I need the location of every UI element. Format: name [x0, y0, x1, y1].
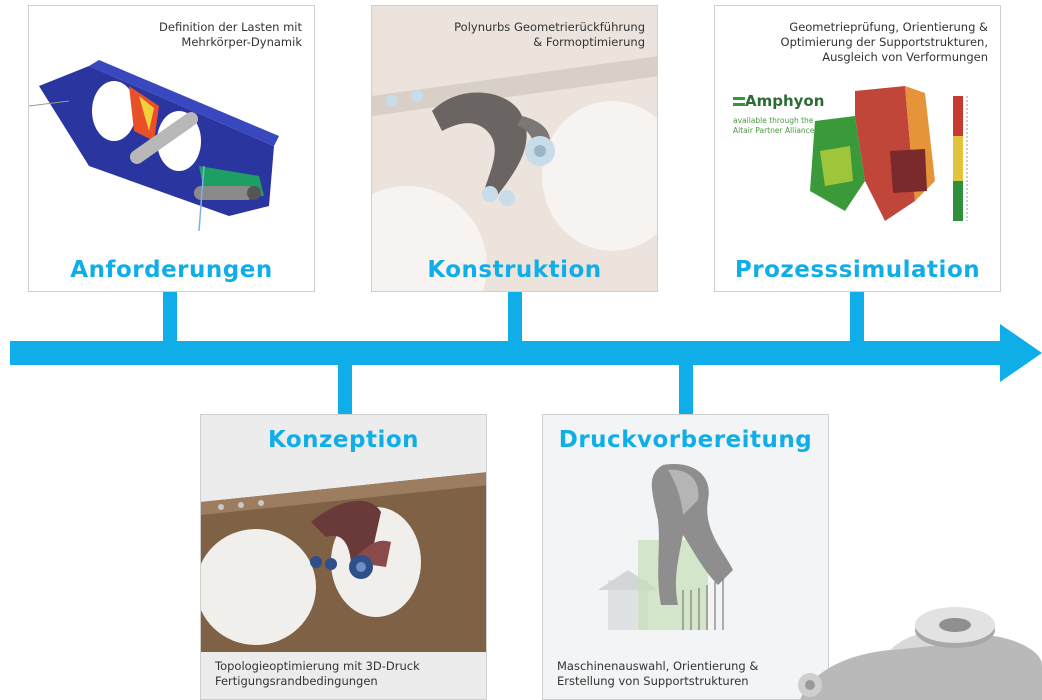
- timeline-arrowhead: [1000, 324, 1042, 382]
- stage-card-anforderungen: Definition der Lasten mit Mehrkörper-Dyn…: [28, 5, 315, 292]
- timeline-bar: [10, 341, 1010, 365]
- stage-card-konzeption: Konzeption Topologieoptimierung mit 3D-D…: [200, 414, 487, 700]
- stage-title: Konstruktion: [427, 257, 602, 283]
- partner-note: available through the Altair Partner All…: [733, 116, 815, 135]
- connector-konstruktion: [508, 292, 522, 344]
- process-simulation-image: [810, 86, 968, 221]
- connector-druckvorbereitung: [679, 362, 693, 414]
- stage-description: Geometrieprüfung, Orientierung & Optimie…: [780, 20, 988, 64]
- stage-title: Prozesssimulation: [734, 257, 981, 283]
- connector-prozesssimulation: [850, 292, 864, 344]
- stage-description: Topologieoptimierung mit 3D-Druck Fertig…: [215, 659, 420, 688]
- stage-description: Maschinenauswahl, Orientierung & Erstell…: [557, 659, 759, 688]
- stage-card-prozesssimulation: Geometrieprüfung, Orientierung & Optimie…: [714, 5, 1001, 292]
- stage-card-konstruktion: Polynurbs Geometrierückführung & Formopt…: [371, 5, 658, 292]
- stage-description: Definition der Lasten mit Mehrkörper-Dyn…: [159, 20, 302, 49]
- connector-anforderungen: [163, 292, 177, 344]
- stage-title: Konzeption: [267, 427, 420, 453]
- stage-card-druckvorbereitung: Druckvorbereitung Maschinenauswahl, Orie…: [542, 414, 829, 700]
- topology-optimization-image: [201, 472, 486, 652]
- amphyon-logo: Amphyon: [733, 92, 824, 110]
- connector-konzeption: [338, 362, 352, 414]
- multibody-dynamics-image: [29, 60, 279, 232]
- amphyon-logo-icon: [733, 97, 745, 106]
- stage-title: Anforderungen: [70, 257, 273, 283]
- printed-part-image: [798, 607, 1042, 700]
- polynurbs-bracket-image: [372, 56, 657, 291]
- stage-title: Druckvorbereitung: [558, 427, 813, 453]
- stage-description: Polynurbs Geometrierückführung & Formopt…: [454, 20, 645, 49]
- print-preparation-image: [598, 464, 733, 630]
